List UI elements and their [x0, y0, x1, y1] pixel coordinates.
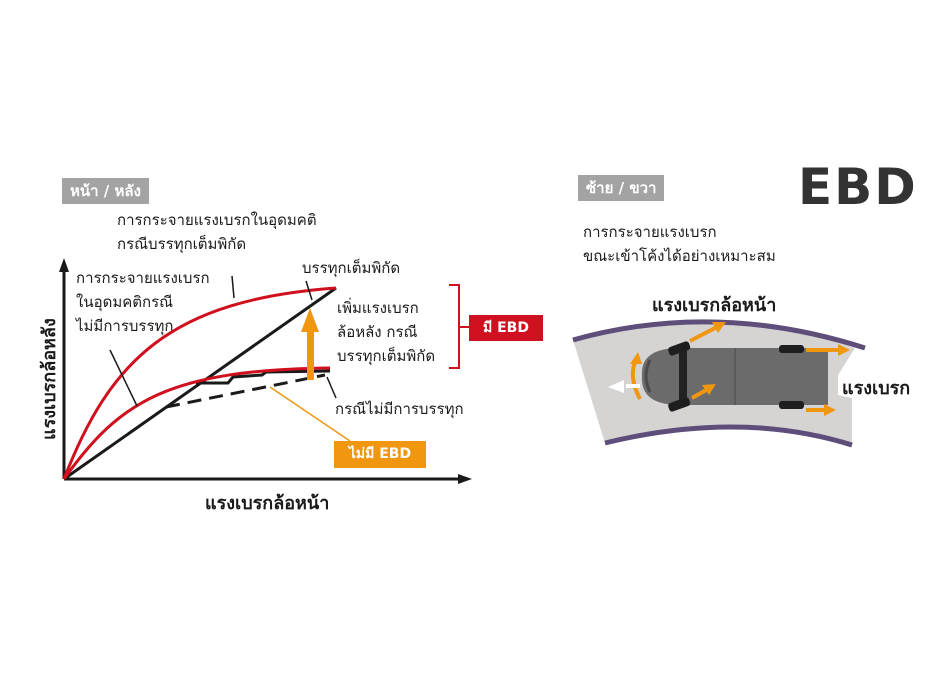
ideal-loaded-label: การกระจายแรงเบรกในอุดมคติ กรณีบรรทุกเต็ม… [117, 208, 317, 256]
cornering-description: การกระจายแรงเบรก ขณะเข้าโค้งได้อย่างเหมา… [583, 220, 776, 268]
rear-right-force-arrow-icon [806, 404, 836, 416]
ideal-unloaded-line-3: ไม่มีการบรรทุก [76, 317, 174, 335]
ideal-unloaded-curve [62, 366, 331, 480]
full-load-label: บรรทุกเต็มพิกัด [302, 259, 401, 277]
without-ebd-badge: ไม่มี EBD [334, 441, 426, 468]
x-axis-label: แรงเบรกล้อหน้า [205, 493, 330, 514]
increase-line-2: ล้อหลัง กรณี [337, 323, 418, 341]
no-load-label: กรณีไม่มีการบรรทุก [335, 400, 464, 418]
front-rear-tag: หน้า / หลัง [62, 178, 149, 204]
increase-rear-brake-label: เพิ่มแรงเบรก ล้อหลัง กรณี บรรทุกเต็มพิกั… [337, 296, 435, 368]
pointer-ideal-unloaded [109, 349, 138, 407]
increase-arrow-icon [301, 308, 319, 380]
ideal-unloaded-line-2: ในอุดมคติกรณี [76, 293, 174, 311]
ebd-unloaded-line [196, 369, 331, 385]
ideal-unloaded-label: การกระจายแรงเบรก ในอุดมคติกรณี ไม่มีการบ… [76, 266, 210, 338]
no-ebd-line [165, 373, 326, 409]
ideal-unloaded-line-1: การกระจายแรงเบรก [76, 269, 210, 287]
description-line-2: ขณะเข้าโค้งได้อย่างเหมาะสม [583, 247, 776, 265]
car-icon [641, 341, 828, 412]
rear-left-force-arrow-icon [806, 344, 850, 356]
yaw-rotation-arrow-icon [630, 352, 642, 400]
chart-axes [59, 258, 472, 484]
front-brake-force-label: แรงเบรกล้อหน้า [652, 295, 777, 316]
pointer-no-load [326, 376, 337, 399]
pointer-full-load [305, 280, 313, 301]
ideal-loaded-curve [62, 286, 337, 480]
brake-force-label: แรงเบรก [842, 378, 911, 399]
front-left-force-arrow-icon [689, 322, 726, 343]
ebd-title: EBD [798, 158, 918, 216]
increase-line-1: เพิ่มแรงเบรก [337, 299, 419, 317]
direction-arrow-icon [608, 380, 640, 393]
road-edge-bottom [604, 424, 853, 448]
pointer-no-ebd [269, 386, 351, 442]
ideal-loaded-line-2: กรณีบรรทุกเต็มพิกัด [117, 235, 247, 253]
ideal-loaded-line-1: การกระจายแรงเบรกในอุดมคติ [117, 211, 317, 229]
left-right-tag: ซ้าย / ขวา [578, 175, 665, 201]
description-line-1: การกระจายแรงเบรก [583, 223, 717, 241]
pointer-ideal-loaded [231, 275, 235, 299]
front-right-force-arrow-icon [691, 384, 716, 400]
increase-line-3: บรรทุกเต็มพิกัด [337, 347, 436, 365]
with-ebd-bracket [449, 284, 469, 369]
with-ebd-badge: มี EBD [469, 315, 543, 341]
